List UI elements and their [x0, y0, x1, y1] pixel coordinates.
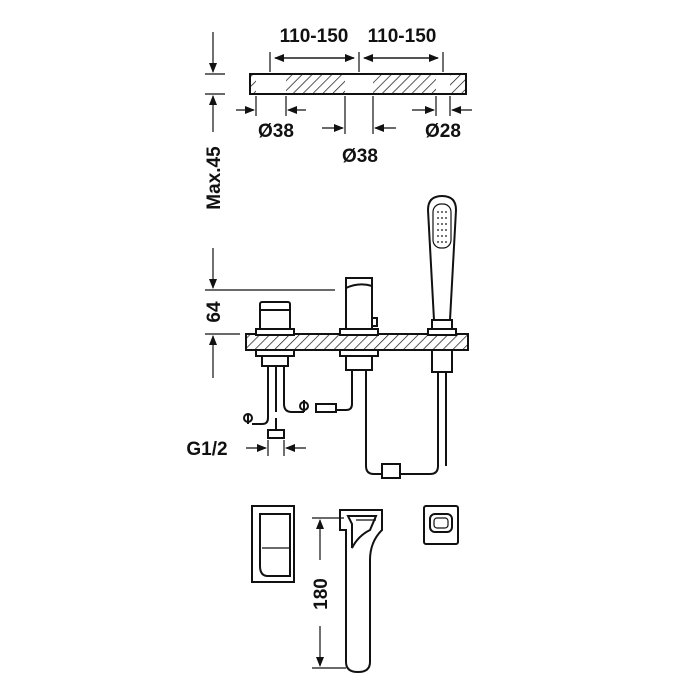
spout-height-label: 180	[311, 578, 332, 610]
handle-front	[251, 505, 295, 583]
mixer-handle	[255, 301, 295, 336]
connection-dimension: G1/2	[186, 439, 306, 460]
side-view: 64 G1/2	[186, 194, 469, 479]
spacing-right-label: 110-150	[368, 26, 437, 47]
hole-right-label: Ø28	[425, 121, 461, 142]
spout-body	[339, 277, 379, 336]
hand-shower	[426, 194, 458, 336]
connection-label: G1/2	[186, 439, 227, 460]
spout-front	[339, 509, 383, 674]
deck-plan-view	[249, 73, 467, 95]
hole-left-label: Ø38	[258, 121, 294, 142]
spacing-dimension: 110-150 110-150	[269, 26, 444, 72]
handle-height-dimension: 64	[204, 248, 335, 378]
shower-holder-front	[423, 505, 459, 545]
spout-height-dimension: 180	[311, 517, 346, 669]
deck-thickness-label: Max.45	[204, 146, 225, 210]
mixer-shanks	[243, 349, 337, 439]
diverter-hoses	[336, 349, 453, 479]
hole-center-label: Ø38	[342, 146, 378, 167]
hole-dimensions: Ø38 Ø38 Ø28	[236, 96, 472, 167]
spacing-left-label: 110-150	[280, 26, 349, 47]
front-view: 180	[251, 505, 459, 674]
handle-height-label: 64	[204, 301, 225, 323]
deck-thickness-dimension: Max.45	[204, 32, 225, 210]
